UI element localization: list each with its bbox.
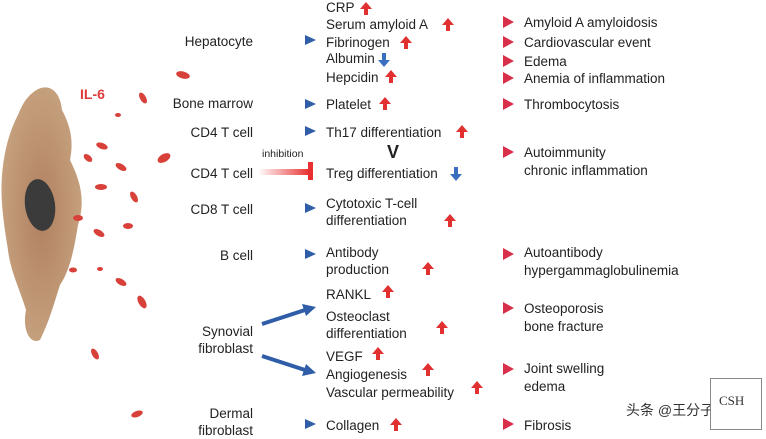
effect-osteoclast: Osteoclast	[326, 309, 390, 324]
effect-antibody-production: production	[326, 262, 390, 277]
effect-fibrinogen: Fibrinogen	[326, 35, 390, 50]
effect-hepcidin: Hepcidin	[326, 70, 379, 85]
up-arrow-icon	[372, 347, 384, 360]
effect-treg: Treg differentiation	[326, 166, 438, 181]
effect-cytotoxic-diff: differentiation	[326, 213, 407, 228]
up-arrow-icon	[360, 2, 372, 15]
effect-osteoclast-diff: differentiation	[326, 326, 407, 341]
effect-antibody: Antibody	[326, 245, 379, 260]
effect-cytotoxic: Cytotoxic T-cell	[326, 196, 418, 211]
effect-serum-amyloid-a: Serum amyloid A	[326, 17, 429, 32]
up-arrow-icon	[400, 36, 412, 49]
cell-cd4-t: CD4 T cell	[190, 166, 253, 181]
outcome-edema: Edema	[524, 54, 567, 69]
cell-b: B cell	[219, 248, 253, 263]
cell-effect-arrows	[230, 35, 316, 429]
outcome-arrows	[475, 16, 514, 430]
effect-albumin: Albumin	[326, 51, 375, 66]
outcome-joint-swelling: Joint swelling	[524, 361, 605, 376]
up-arrow-icon	[390, 418, 402, 431]
outcome-chronic-inflammation: chronic inflammation	[524, 163, 648, 178]
change-indicators	[360, 2, 483, 431]
up-arrow-icon	[444, 214, 456, 227]
outcome-thrombocytosis: Thrombocytosis	[524, 97, 620, 112]
up-arrow-icon	[456, 125, 468, 138]
outcome-autoantibody: Autoantibody	[524, 245, 603, 260]
down-arrow-icon	[450, 167, 462, 181]
publisher-logo: CSH	[710, 378, 762, 430]
outcome-joint-edema: edema	[524, 379, 566, 394]
inhibition-label: inhibition	[262, 148, 304, 160]
up-arrow-icon	[379, 97, 391, 110]
up-arrow-icon	[385, 70, 397, 83]
cell-dermal: Dermal	[209, 406, 253, 421]
effect-th17: Th17 differentiation	[326, 125, 442, 140]
effect-collagen: Collagen	[326, 418, 380, 433]
cell-hepatocyte: Hepatocyte	[184, 34, 253, 49]
outcome-cardiovascular: Cardiovascular event	[524, 35, 651, 50]
logo-text: CSH	[719, 393, 745, 408]
outcome-fibrosis: Fibrosis	[524, 418, 572, 433]
inhibition-arrow	[258, 162, 313, 180]
effect-vegf: VEGF	[326, 349, 363, 364]
outcome-osteoporosis: Osteoporosis	[524, 301, 604, 316]
effect-platelet: Platelet	[326, 97, 372, 112]
down-arrow-icon	[378, 53, 390, 67]
il6-label: IL-6	[80, 86, 105, 102]
up-arrow-icon	[442, 18, 454, 31]
il6-droplets	[69, 71, 190, 418]
effect-vascular-permeability: Vascular permeability	[326, 385, 455, 400]
up-arrow-icon	[422, 363, 434, 376]
cell-image	[1, 87, 82, 341]
up-arrow-icon	[422, 262, 434, 275]
versus-symbol: V	[387, 142, 400, 162]
outcome-anemia: Anemia of inflammation	[524, 71, 666, 86]
effect-rankl: RANKL	[326, 287, 372, 302]
effect-crp: CRP	[326, 0, 355, 15]
effect-angiogenesis: Angiogenesis	[326, 367, 408, 382]
up-arrow-icon	[382, 285, 394, 298]
cell-synovial-fibroblast: fibroblast	[198, 341, 253, 356]
outcome-hypergammaglobulinemia: hypergammaglobulinemia	[524, 263, 679, 278]
cell-bone-marrow: Bone marrow	[172, 96, 253, 111]
cell-cd4-t: CD4 T cell	[190, 125, 253, 140]
outcome-bone-fracture: bone fracture	[524, 319, 604, 334]
up-arrow-icon	[471, 381, 483, 394]
cell-nucleus	[24, 179, 56, 231]
cell-synovial: Synovial	[201, 324, 253, 339]
up-arrow-icon	[436, 321, 448, 334]
watermark: 头条 @王分子	[626, 402, 715, 418]
cell-cd8-t: CD8 T cell	[190, 202, 253, 217]
outcome-amyloidosis: Amyloid A amyloidosis	[524, 15, 658, 30]
outcome-autoimmunity: Autoimmunity	[524, 145, 606, 160]
cell-dermal-fibroblast: fibroblast	[198, 423, 253, 438]
